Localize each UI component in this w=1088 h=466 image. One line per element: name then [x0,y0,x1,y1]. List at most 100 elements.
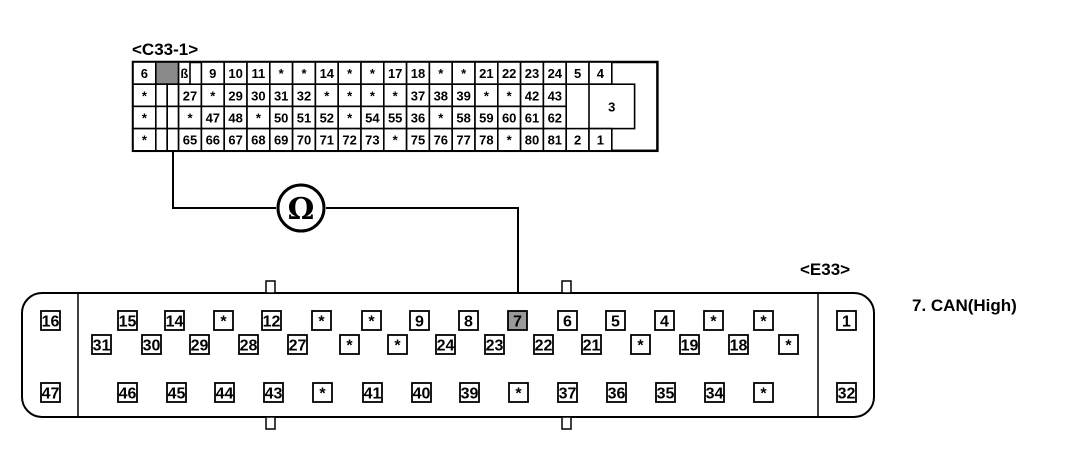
c33-pin-31: 31 [268,83,294,108]
c33-pin-label: * [301,66,307,81]
c33-pin-10: 10 [223,61,248,86]
c33-pin-label: * [461,66,467,81]
e33-pin-label: 1 [842,314,851,331]
c33-pin-label: 18 [411,66,425,81]
e33-pin-24: 24 [435,334,456,355]
e33-pin-32: 32 [836,382,857,403]
c33-pin-14: 14 [314,61,339,86]
e33-pin-34: 34 [704,382,725,403]
c33-pin-label: 50 [274,111,288,126]
e33-pin-47: 47 [40,382,61,403]
e33-pin-box [311,310,332,331]
e33-pin-label: 43 [265,386,283,403]
e33-pin-4: 4 [654,310,675,331]
e33-pin-box [40,382,61,403]
c33-pin-star: * [337,83,362,108]
e33-pin-22: 22 [533,334,554,355]
e33-pin-box [166,382,187,403]
e33-connector-label: <E33> [800,260,850,279]
e33-pin-box [117,382,138,403]
e33-pin-box [409,310,430,331]
c33-pin-73: 73 [360,127,385,152]
c33-pin-36: 36 [405,105,431,130]
e33-pin-40: 40 [411,382,432,403]
c33-pin-label: 23 [525,66,539,81]
e33-pin-box [189,334,210,355]
c33-pin-label: 14 [320,66,335,81]
c33-pin-label: 3 [608,99,615,114]
c33-pin-67: 67 [223,127,248,152]
e33-pin-box [484,334,505,355]
e33-pin-label: * [346,338,353,355]
e33-pin-star: * [339,334,360,355]
e33-pin-label: 19 [681,338,699,355]
c33-pin-label: 42 [525,88,539,103]
e33-pin-label: 14 [166,314,184,331]
c33-pin-label: 54 [365,111,380,126]
e33-pin-label: * [368,314,375,331]
e33-pin-box [507,310,528,331]
e33-pin-label: * [220,314,227,331]
c33-pin-label: 65 [183,133,197,148]
c33-pin-box [155,105,169,130]
c33-pin-1: 1 [588,127,613,152]
e33-pin-label: 39 [461,386,479,403]
c33-pin-59: 59 [474,105,499,130]
c33-pin-label: * [370,88,376,103]
c33-pin-38: 38 [428,83,453,108]
c33-pin-label: 4 [597,66,605,81]
e33-pin-label: * [760,386,767,403]
c33-pin-star: * [132,127,157,152]
c33-pin-32: 32 [291,83,317,108]
e33-pin-box [238,334,259,355]
c33-pin-label: 69 [274,133,288,148]
e33-pin-star: * [630,334,651,355]
c33-pin-label: * [393,133,399,148]
c33-pin-18: 18 [405,61,431,86]
e33-pin-box [703,310,724,331]
e33-pin-31: 31 [91,334,112,355]
c33-pin-label: * [438,111,444,126]
e33-pin-box [679,334,700,355]
c33-pin-star: * [177,105,203,130]
e33-pin-box [655,382,676,403]
c33-pin-39: 39 [451,83,476,108]
c33-connector-label: <C33-1> [132,40,198,59]
e33-pin-box [606,382,627,403]
c33-pin-label: * [484,88,490,103]
c33-pin-24: 24 [542,61,568,86]
c33-pin-label: * [370,66,376,81]
e33-pin-label: 41 [364,386,382,403]
c33-pin-empty [166,83,180,108]
c33-pin-77: 77 [451,127,476,152]
c33-pin-label: * [347,111,353,126]
e33-pin-box [287,334,308,355]
e33-pin-star: * [778,334,799,355]
wire-c33-to-meter [172,150,276,209]
c33-pin-label: 72 [342,133,356,148]
c33-pin-empty [155,127,169,152]
c33-pin-label: * [324,88,330,103]
c33-pin-17: 17 [382,61,408,86]
c33-pin-star: * [291,61,317,86]
e33-pin-label: * [515,386,522,403]
e33-pin-41: 41 [362,382,383,403]
e33-pin-label: 32 [838,386,856,403]
c33-pin-box [166,105,180,130]
e33-pin-label: 7 [513,314,522,331]
c33-pin-label: 1 [597,133,604,148]
e33-pin-label: 22 [535,338,553,355]
c33-pin-label: * [142,133,148,148]
e33-pin-star: * [387,334,408,355]
e33-pin-label: * [760,314,767,331]
c33-pin-62: 62 [542,105,568,130]
pin-note: 7. CAN(High) [912,296,1017,315]
e33-pin-label: * [710,314,717,331]
c33-pin-empty [155,105,169,130]
c33-pin-71: 71 [314,127,339,152]
e33-pin-35: 35 [655,382,676,403]
c33-pin-2: 2 [565,127,590,152]
c33-pin-50: 50 [268,105,294,130]
